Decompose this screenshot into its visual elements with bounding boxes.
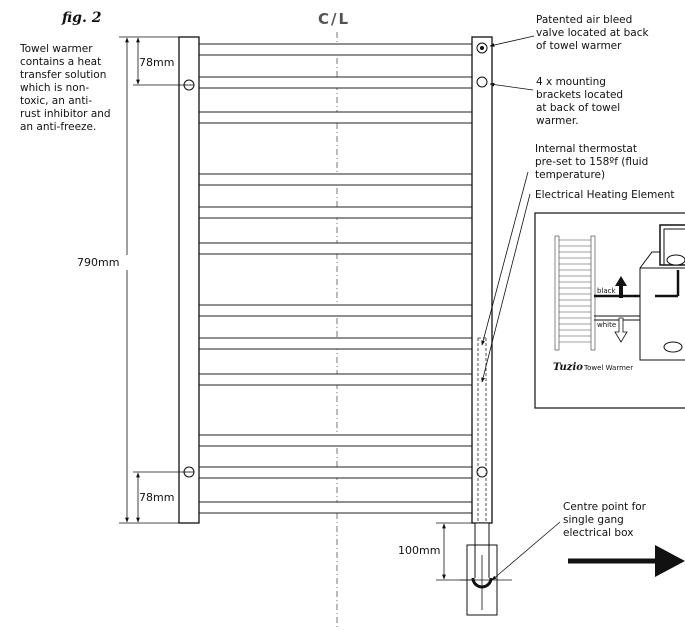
svg-text:transfer solution: transfer solution xyxy=(20,69,106,81)
towel-rail xyxy=(198,111,473,124)
svg-text:warmer.: warmer. xyxy=(536,115,579,127)
svg-text:toxic, an anti-: toxic, an anti- xyxy=(20,95,92,107)
svg-text:at back of towel: at back of towel xyxy=(536,102,620,114)
towel-rail xyxy=(198,434,473,447)
towel-rail xyxy=(198,304,473,317)
svg-text:Internal thermostat: Internal thermostat xyxy=(535,143,637,155)
towel-rails xyxy=(198,43,473,514)
svg-text:78mm: 78mm xyxy=(139,56,174,69)
svg-text:Towel warmer: Towel warmer xyxy=(19,43,93,55)
svg-text:pre-set to 158ºf (fluid: pre-set to 158ºf (fluid xyxy=(535,156,648,168)
svg-text:valve located at back: valve located at back xyxy=(536,27,649,39)
towel-rail xyxy=(198,43,473,56)
svg-text:which is non-: which is non- xyxy=(20,82,89,94)
brand-logo: Tuzio xyxy=(553,362,583,373)
svg-text:contains a heat: contains a heat xyxy=(20,56,101,68)
svg-text:single gang: single gang xyxy=(563,514,624,526)
note-towel-warmer: Towel warmer contains a heat transfer so… xyxy=(19,43,111,133)
svg-text:electrical box: electrical box xyxy=(563,527,633,539)
towel-rail xyxy=(198,76,473,89)
towel-rail xyxy=(198,242,473,255)
dimension-box-offset: 100mm xyxy=(398,522,474,581)
note-mounting-brackets: 4 x mounting brackets located at back of… xyxy=(536,76,623,127)
svg-text:black: black xyxy=(597,287,617,295)
note-air-bleed: Patented air bleed valve located at back… xyxy=(536,14,649,52)
figure-label: fig. 2 xyxy=(61,10,102,26)
svg-text:790mm: 790mm xyxy=(77,256,119,269)
svg-text:Centre point for: Centre point for xyxy=(563,501,647,513)
svg-text:an anti-freeze.: an anti-freeze. xyxy=(20,121,96,133)
svg-text:brackets located: brackets located xyxy=(536,89,623,101)
note-centre-point: Centre point for single gang electrical … xyxy=(563,501,647,539)
towel-rail xyxy=(198,206,473,219)
note-thermostat: Internal thermostat pre-set to 158ºf (fl… xyxy=(535,143,648,181)
svg-text:78mm: 78mm xyxy=(139,491,174,504)
centre-line-label: C/L xyxy=(318,10,350,28)
dimension-top-spacing: 78mm xyxy=(133,37,186,86)
left-upright xyxy=(178,36,200,524)
up-arrow-icon xyxy=(615,276,627,298)
towel-rail xyxy=(198,466,473,479)
svg-text:temperature): temperature) xyxy=(535,169,605,181)
svg-text:white: white xyxy=(597,321,616,329)
dimension-total-height: 790mm xyxy=(77,36,181,524)
mounting-bracket-icon xyxy=(476,76,488,88)
towel-rail xyxy=(198,173,473,186)
svg-text:100mm: 100mm xyxy=(398,544,440,557)
svg-text:Patented air bleed: Patented air bleed xyxy=(536,14,632,26)
right-upright xyxy=(471,36,493,524)
mounting-bracket-icon xyxy=(476,466,488,478)
note-heating-element: Electrical Heating Element xyxy=(535,189,675,201)
wiring-inset: black white Tuzio Towel Warmer xyxy=(534,212,685,409)
dimension-bottom-spacing: 78mm xyxy=(133,471,186,523)
towel-rail xyxy=(198,337,473,350)
down-arrow-icon xyxy=(614,317,628,343)
svg-text:Towel Warmer: Towel Warmer xyxy=(583,364,633,372)
svg-text:of towel warmer: of towel warmer xyxy=(536,40,622,52)
mini-towel-warmer-icon xyxy=(554,235,596,351)
towel-rail xyxy=(198,501,473,514)
svg-text:rust inhibitor and: rust inhibitor and xyxy=(20,108,111,120)
svg-text:4 x mounting: 4 x mounting xyxy=(536,76,606,88)
towel-rail xyxy=(198,373,473,386)
